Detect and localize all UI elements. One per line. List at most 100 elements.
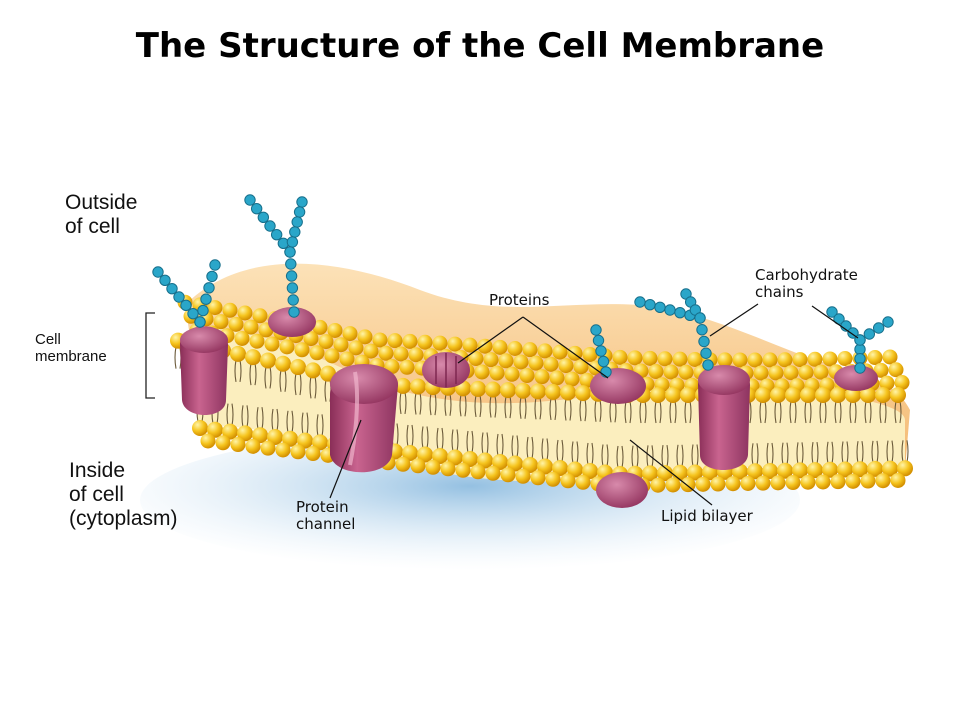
lipid-head xyxy=(297,432,313,449)
lipid-head xyxy=(237,305,253,321)
lipid-head xyxy=(275,355,291,372)
sugar-bead xyxy=(700,347,712,359)
proteins-label: Proteins xyxy=(489,291,550,309)
lipid-tail xyxy=(399,391,407,415)
sugar-bead xyxy=(209,259,221,271)
lipid-tail xyxy=(616,445,624,469)
sugar-bead xyxy=(200,293,212,305)
lipid-head xyxy=(800,387,816,403)
lipid-head xyxy=(813,364,829,380)
lipid-head xyxy=(549,370,565,386)
lipid-head xyxy=(747,463,763,480)
lipid-head xyxy=(770,387,786,403)
lipid-head xyxy=(410,378,426,395)
inside-label-line1: Inside xyxy=(69,459,126,482)
lipid-head xyxy=(770,475,786,491)
sugar-bead xyxy=(826,306,838,318)
sugar-bead xyxy=(270,228,283,241)
lipid-tail xyxy=(474,394,482,418)
lipid-tail xyxy=(511,435,519,458)
lipid-head xyxy=(243,319,259,335)
sugar-bead xyxy=(674,306,686,319)
lipid-head xyxy=(560,384,576,401)
lipid-head xyxy=(399,359,415,375)
lipid-tail xyxy=(789,400,797,424)
lipid-head xyxy=(560,473,576,489)
sugar-bead xyxy=(206,270,218,283)
lipid-tail xyxy=(309,376,317,399)
lipid-head xyxy=(830,474,846,490)
lipid-head xyxy=(207,300,223,316)
lipid-head xyxy=(530,383,546,400)
lipid-head xyxy=(545,471,561,487)
lipid-tail xyxy=(849,400,857,424)
lipid-head xyxy=(440,461,456,477)
lipid-tail xyxy=(504,396,512,419)
lipid-head xyxy=(665,477,681,493)
lipid-tail xyxy=(676,444,684,467)
lipid-head xyxy=(305,446,321,462)
lipid-head xyxy=(515,382,531,399)
lipid-head xyxy=(215,435,231,451)
lipid-tail xyxy=(249,363,257,386)
lipid-head xyxy=(575,385,591,402)
lipid-head xyxy=(867,460,883,477)
lipid-tail xyxy=(886,440,894,463)
lipid-head xyxy=(357,329,373,345)
lipid-head xyxy=(755,387,771,403)
lipid-tail xyxy=(316,414,324,437)
lipid-tail xyxy=(256,407,264,430)
sugar-bead xyxy=(152,266,164,278)
lipid-tail xyxy=(684,400,692,424)
lipid-head xyxy=(798,364,814,380)
lipid-head xyxy=(867,350,883,366)
lipid-tail xyxy=(226,403,234,426)
lipid-head xyxy=(785,387,801,403)
lipid-head xyxy=(309,345,325,361)
lipid-tail xyxy=(526,436,534,460)
lipid-tail xyxy=(406,424,414,448)
lipid-head xyxy=(237,425,253,442)
lipid-head xyxy=(882,460,898,477)
sugar-bead xyxy=(250,202,263,215)
lipid-head xyxy=(807,462,823,479)
lipid-tail xyxy=(894,400,902,424)
lipid-tail xyxy=(294,372,302,396)
lipid-head xyxy=(279,339,295,355)
protein-channel-label-line1: Protein xyxy=(296,498,349,516)
lipid-head xyxy=(393,346,409,362)
lipid-tail xyxy=(871,440,879,463)
protein-channel-label: Protein channel xyxy=(296,498,356,534)
lipid-head xyxy=(485,381,501,398)
lipid-tail xyxy=(751,443,759,466)
lipid-head xyxy=(260,440,276,456)
lipid-head xyxy=(318,334,334,350)
outside-label-line2: of cell xyxy=(65,215,120,239)
lipid-head xyxy=(822,351,838,367)
lipid-head xyxy=(213,314,229,330)
sugar-bead xyxy=(293,206,306,218)
lipid-head xyxy=(312,434,328,451)
lipid-head xyxy=(800,474,816,490)
lipid-head xyxy=(260,352,276,369)
lipid-head xyxy=(470,464,486,480)
lipid-head xyxy=(537,343,553,359)
lipid-head xyxy=(395,377,411,394)
sugar-bead xyxy=(289,226,301,238)
lipid-head xyxy=(447,449,463,466)
protein-channel-label-line2: channel xyxy=(296,515,356,534)
sugar-bead xyxy=(244,194,256,206)
sugar-bead xyxy=(286,282,299,294)
lipid-tail xyxy=(601,444,609,467)
lipid-head xyxy=(522,342,538,358)
lipid-head xyxy=(387,333,403,349)
lipid-head xyxy=(890,472,906,488)
lipid-head xyxy=(534,369,550,385)
lipid-head xyxy=(245,349,261,366)
lipid-head xyxy=(753,365,769,381)
lipid-head xyxy=(417,446,433,463)
lipid-head xyxy=(687,351,703,367)
carbohydrate-chains-label: Carbohydrate chains xyxy=(755,266,858,302)
sugar-bead xyxy=(694,312,706,324)
